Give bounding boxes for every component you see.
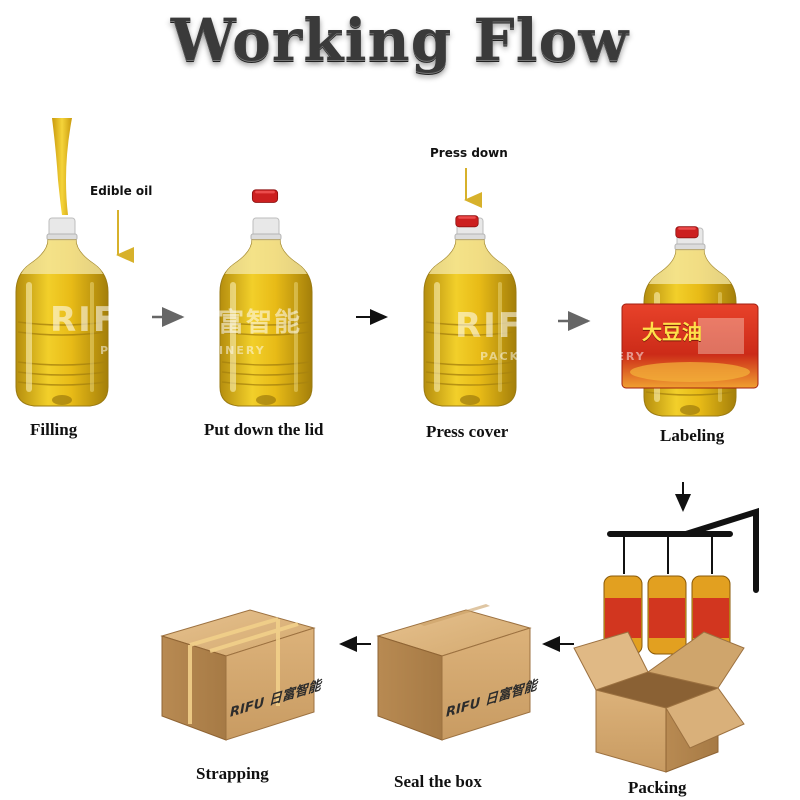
red-cap-icon [251,189,279,203]
step-label-labeling: Labeling [660,426,725,445]
label-product-text: 大豆油 [642,320,702,344]
red-cap-icon [455,215,479,228]
strapping-stage [160,609,316,741]
packing-stage [542,507,759,773]
lid-stage [219,189,388,407]
labeling-stage [621,226,759,417]
step-label-strapping: Strapping [196,764,269,783]
watermark-sub-2: PACKING MACHINERY [480,350,646,363]
press-cover-stage [423,168,591,407]
watermark-sub: PACKING MACHINERY [100,344,266,357]
press-down-note: Press down [430,146,508,160]
step-label-packing: Packing [628,778,687,797]
edible-oil-note: Edible oil [90,184,153,198]
step-label-lid: Put down the lid [204,420,324,439]
seal-box-stage [339,604,532,741]
open-carton-icon [573,631,745,773]
watermark-chinese: 日富智能 [190,308,303,338]
step-label-seal: Seal the box [394,772,482,791]
step-label-press-cover: Press cover [426,422,509,441]
strap-bands-icon [188,617,299,724]
oil-stream-icon [52,118,72,215]
diagram-title: Working Flow [170,6,630,74]
step-label-filling: Filling [30,420,78,439]
watermark-brand-2: RIFU [455,306,553,346]
filling-stage [15,118,185,407]
watermark-brand: RIFU [50,300,148,340]
gripper-frame-icon [607,507,759,593]
red-cap-icon [675,226,699,239]
